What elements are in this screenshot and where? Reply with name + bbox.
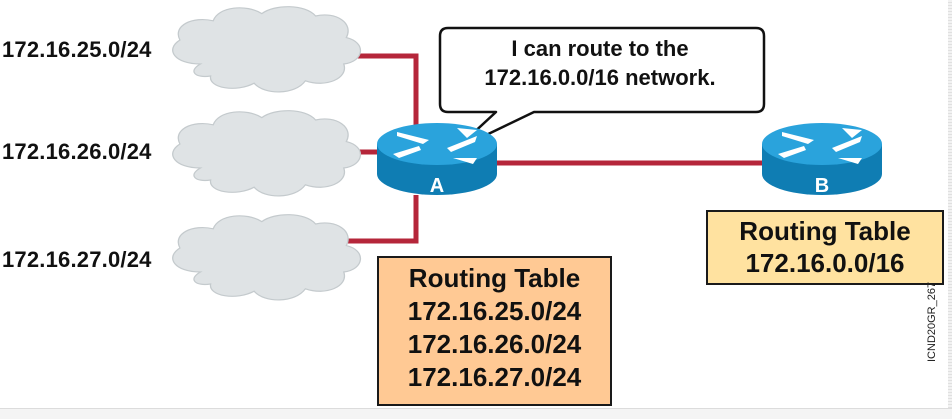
bottom-divider bbox=[0, 408, 952, 419]
router-b-icon bbox=[762, 123, 882, 195]
routing-table-entry: 172.16.25.0/24 bbox=[407, 296, 582, 326]
routing-table-entry: 172.16.27.0/24 bbox=[407, 362, 582, 392]
link-net25-to-router-a bbox=[340, 53, 419, 140]
link-net27-to-router-a bbox=[330, 195, 419, 244]
routing-table-title: Routing Table bbox=[408, 263, 581, 293]
cloud-icon bbox=[172, 110, 362, 197]
side-scrollbar[interactable] bbox=[948, 0, 952, 410]
figure-code: ICND20GR_267 bbox=[926, 281, 938, 362]
routing-table-title: Routing Table bbox=[739, 216, 911, 246]
speech-bubble bbox=[438, 26, 766, 152]
network-label-172-16-25: 172.16.25.0/24 bbox=[2, 37, 152, 62]
network-label-172-16-26: 172.16.26.0/24 bbox=[2, 139, 152, 164]
speech-bubble-line-2: 172.16.0.0/16 network. bbox=[484, 65, 716, 90]
routing-table-entry: 172.16.0.0/16 bbox=[745, 248, 905, 278]
speech-bubble-line-1: I can route to the bbox=[511, 36, 689, 61]
cloud-icon bbox=[172, 214, 362, 301]
speech-bubble-text: I can route to the 172.16.0.0/16 network… bbox=[440, 34, 760, 92]
routing-table-router-a: Routing Table 172.16.25.0/24 172.16.26.0… bbox=[377, 256, 612, 406]
routing-table-entry: 172.16.26.0/24 bbox=[407, 329, 582, 359]
router-b-label: B bbox=[815, 175, 829, 197]
network-label-172-16-27: 172.16.27.0/24 bbox=[2, 247, 152, 272]
router-a-label: A bbox=[430, 175, 444, 197]
router-a-icon bbox=[377, 123, 497, 195]
routing-table-router-b: Routing Table 172.16.0.0/16 bbox=[706, 210, 944, 285]
cloud-icon bbox=[172, 6, 362, 93]
